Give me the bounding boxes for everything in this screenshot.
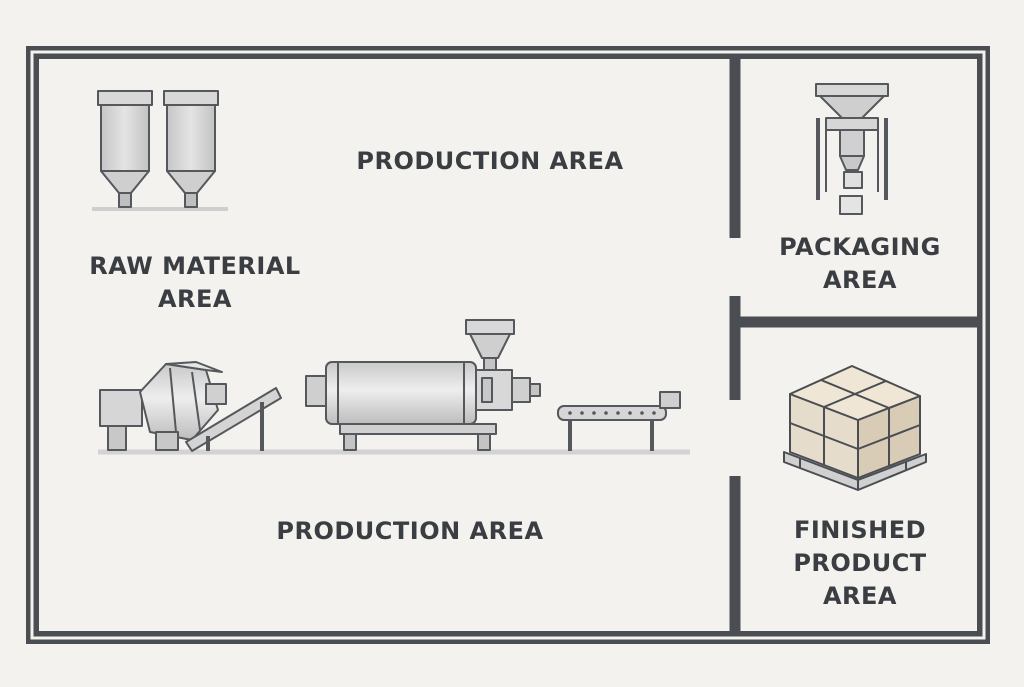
production-area-top-label: PRODUCTION AREA: [356, 147, 624, 175]
finished-product-area-line-3: AREA: [822, 582, 898, 610]
raw-material-area-label: RAW MATERIAL AREA: [70, 250, 320, 316]
production-area-bottom-label: PRODUCTION AREA: [276, 517, 544, 545]
packaging-machine-icon: [815, 83, 889, 215]
silo-icon: [92, 90, 228, 211]
incline-conveyor-icon: [185, 387, 282, 452]
packaging-area-line-1: PACKAGING: [779, 233, 941, 261]
packaging-area-line-2: AREA: [822, 266, 898, 294]
finished-product-area-line-2: PRODUCT: [793, 549, 927, 577]
pallet-boxes-icon: [783, 365, 927, 491]
raw-material-area-line-2: AREA: [157, 285, 233, 313]
finished-product-area-label: FINISHED PRODUCT AREA: [760, 514, 960, 613]
flat-conveyor-icon: [557, 391, 681, 451]
finished-product-area-line-1: FINISHED: [793, 516, 927, 544]
extruder-icon: [305, 319, 541, 451]
packaging-area-label: PACKAGING AREA: [760, 231, 960, 297]
mixer-icon: [99, 361, 227, 451]
raw-material-area-line-1: RAW MATERIAL: [89, 252, 301, 280]
